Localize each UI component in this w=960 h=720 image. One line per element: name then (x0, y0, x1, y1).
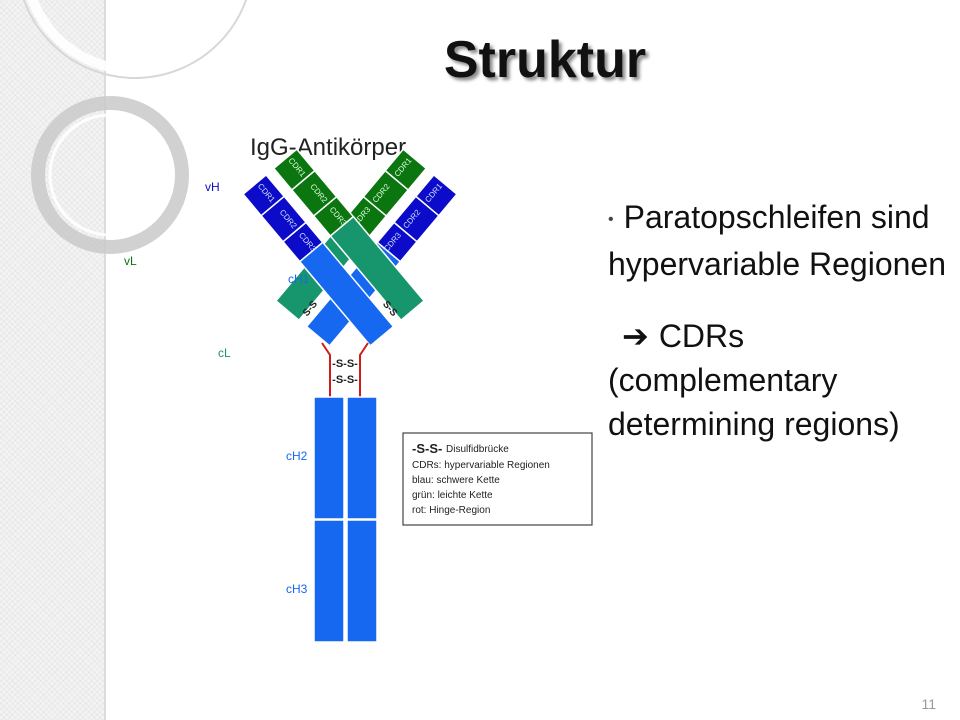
legend-item-blue: blau: schwere Kette (412, 475, 500, 486)
bullet-paratope: •Paratopschleifen sind hypervariable Reg… (608, 195, 948, 286)
light-cdr1-right (272, 148, 316, 191)
slide-sidebar-pattern (0, 0, 106, 720)
legend-frame (402, 432, 593, 526)
slide-title: Struktur (443, 31, 647, 89)
label-vh: vH (205, 180, 220, 194)
slide-number: 11 (921, 696, 936, 712)
bullet-list: •Paratopschleifen sind hypervariable Reg… (608, 195, 948, 446)
hinge-right-line (359, 342, 369, 397)
light-cdr1-left (384, 148, 428, 191)
bullet-paratope-text: Paratopschleifen sind hypervariable Regi… (608, 199, 946, 282)
hinge-disulfide-1: -S-S- (332, 358, 358, 370)
label-ch2: cH2 (286, 449, 308, 463)
legend-item-disulfide: Disulfidbrücke (446, 444, 509, 455)
legend-item-green: grün: leichte Kette (412, 490, 493, 501)
hinge-left-line (321, 342, 331, 397)
diagram-heading: IgG-Antikörper (250, 134, 406, 161)
legend-item-cdrs: CDRs: hypervariable Regionen (412, 460, 550, 471)
label-cl: cL (218, 346, 231, 360)
heavy-constant-ch3-right (346, 519, 378, 643)
heavy-cdr1-left (414, 173, 458, 217)
heavy-constant-ch3-left (313, 519, 345, 643)
arrow-right-icon: ➔ (622, 317, 649, 354)
label-ch1: cH1 (288, 272, 310, 286)
igg-antibody-diagram: IgG-Antikörper CDR1 CDR2 CDR3 CDR1 CDR2 … (124, 134, 593, 643)
hinge-disulfide-2: -S-S- (332, 374, 358, 386)
bullet-cdrs-text: CDRs (complementary determining regions) (608, 317, 900, 442)
legend-item-red: rot: Hinge-Region (412, 505, 490, 516)
legend-disulfide-symbol: -S-S- (412, 441, 442, 456)
bullet-dot-icon: • (608, 210, 614, 228)
bullet-cdrs: ➔CDRs (complementary determining regions… (608, 314, 948, 446)
diagram-legend: -S-S- Disulfidbrücke CDRs: hypervariable… (402, 432, 593, 526)
label-vl: vL (124, 254, 137, 268)
heavy-constant-ch2-left (313, 396, 345, 520)
heavy-cdr1-right (242, 173, 286, 217)
right-arm: CDR1 CDR2 CDR3 CDR1 CDR2 CDR3 S-S (242, 148, 426, 347)
label-ch3: cH3 (286, 582, 308, 596)
heavy-constant-ch2-right (346, 396, 378, 520)
